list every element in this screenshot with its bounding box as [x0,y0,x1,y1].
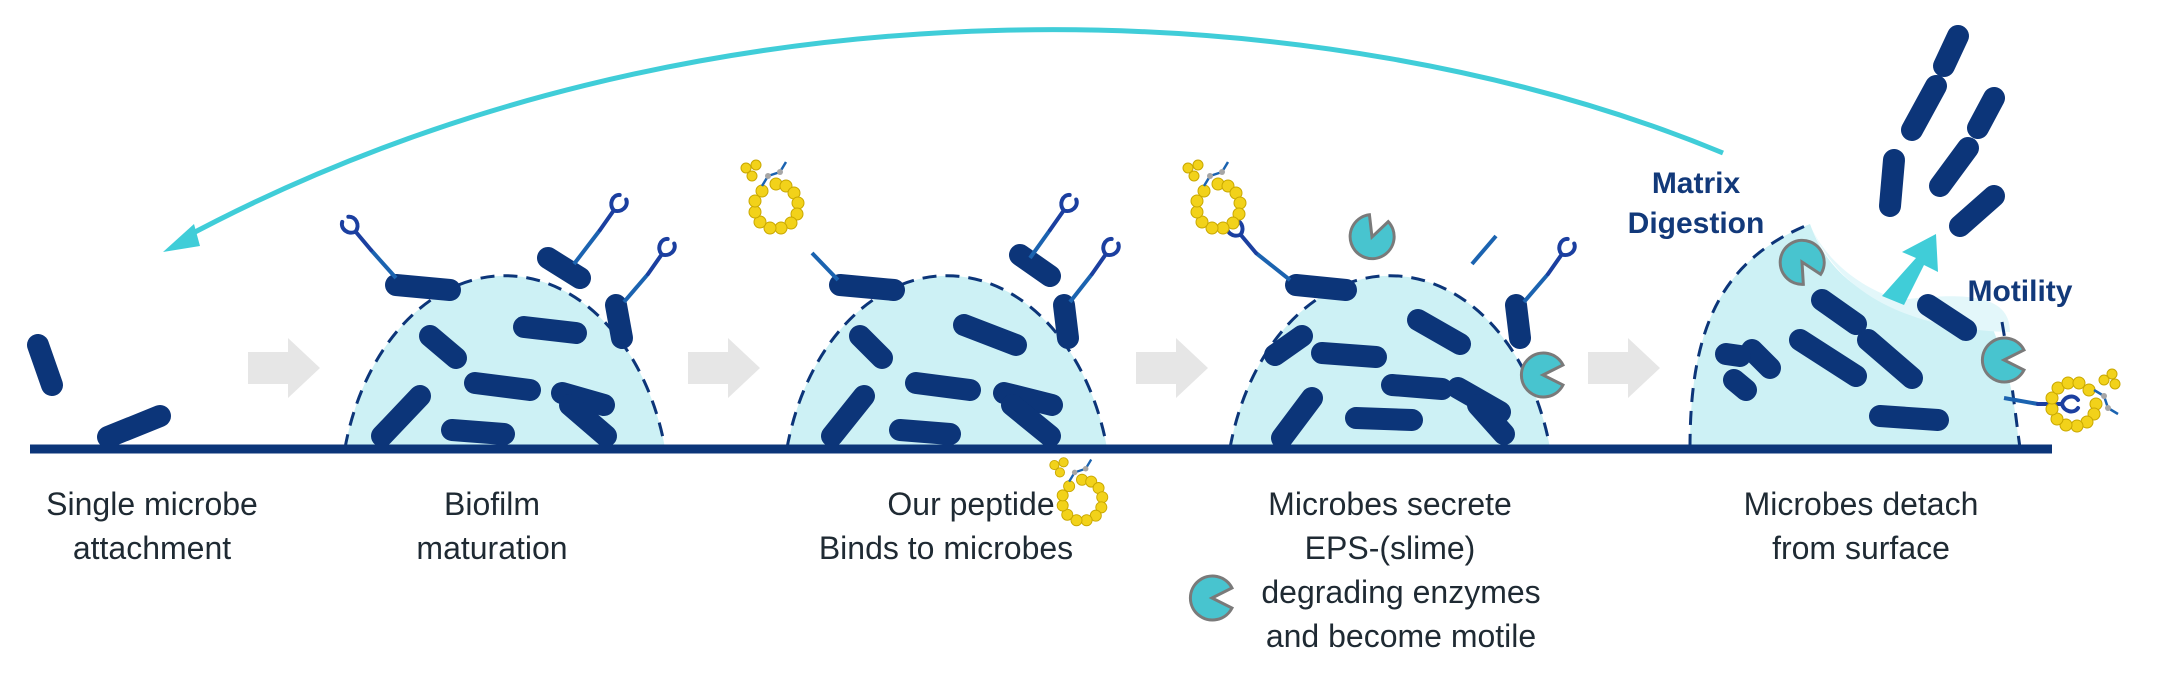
peptide-icon [739,158,806,236]
caption-stage-4-line-2: EPS-(slime) [1304,530,1476,566]
caption-stage-1-line-2: attachment [72,530,232,566]
caption-stage-3: Our peptide Binds to microbes [796,482,1096,570]
caption-stage-5-line-1: Microbes detach [1743,486,1979,522]
step-arrow-icon [1136,338,1208,398]
caption-stage-4-line-3: degrading enzymes [1261,574,1541,610]
enzyme-icon [1342,209,1402,267]
receptor-stem [2003,396,2039,406]
step-arrow-icon [688,338,760,398]
receptor-icon [1041,190,1082,237]
caption-stage-2: Biofilm maturation [352,482,632,570]
step-arrow-icon [1588,338,1660,398]
biofilm-stage-5 [1688,25,2122,449]
caption-stage-3-line-2: Binds to microbes [818,530,1074,566]
microbe-rod-icon [27,334,63,396]
microbe-rod-icon [97,405,171,448]
motility-text: Motility [1967,275,2073,308]
cycle-arrow-head [163,224,200,252]
biofilm-stage-2 [337,190,680,449]
caption-stage-2-line-2: maturation [416,530,568,566]
caption-stage-5: Microbes detach from surface [1706,482,2016,570]
caption-stage-2-line-1: Biofilm [443,486,540,522]
cycle-arrow-icon [178,27,1724,243]
caption-stage-5-line-2: from surface [1772,530,1950,566]
receptor-icon [337,212,379,257]
receptor-icon [591,190,632,237]
caption-stage-4-line-4: and become motile [1265,618,1537,654]
motility-arrow-icon [1882,234,1938,305]
matrix-digestion-line-1: Matrix [1651,167,1741,200]
motility-label: Motility [1950,272,2090,312]
enzyme-icon [1980,336,2026,384]
biofilm-stage-4 [1181,158,1580,449]
receptor-icon [1083,234,1124,281]
caption-stage-4-line-1: Microbes secrete [1268,486,1512,522]
enzyme-icon [1519,351,1565,399]
peptide-icon [2044,367,2122,434]
caption-stage-1: Single microbe attachment [12,482,292,570]
caption-stage-3-line-1: Our peptide [887,486,1055,522]
receptor-icon [1539,234,1580,281]
caption-stage-4: Microbes secrete EPS-(slime) degrading e… [1220,482,1560,658]
receptor-icon [639,234,680,281]
matrix-digestion-line-2: Digestion [1627,207,1765,240]
biofilm-stage-3 [739,158,1124,449]
peptide-icon [1181,158,1248,236]
caption-stage-1-line-1: Single microbe [46,486,258,522]
matrix-digestion-label: Matrix Digestion [1606,164,1786,244]
step-arrow-icon [248,338,320,398]
